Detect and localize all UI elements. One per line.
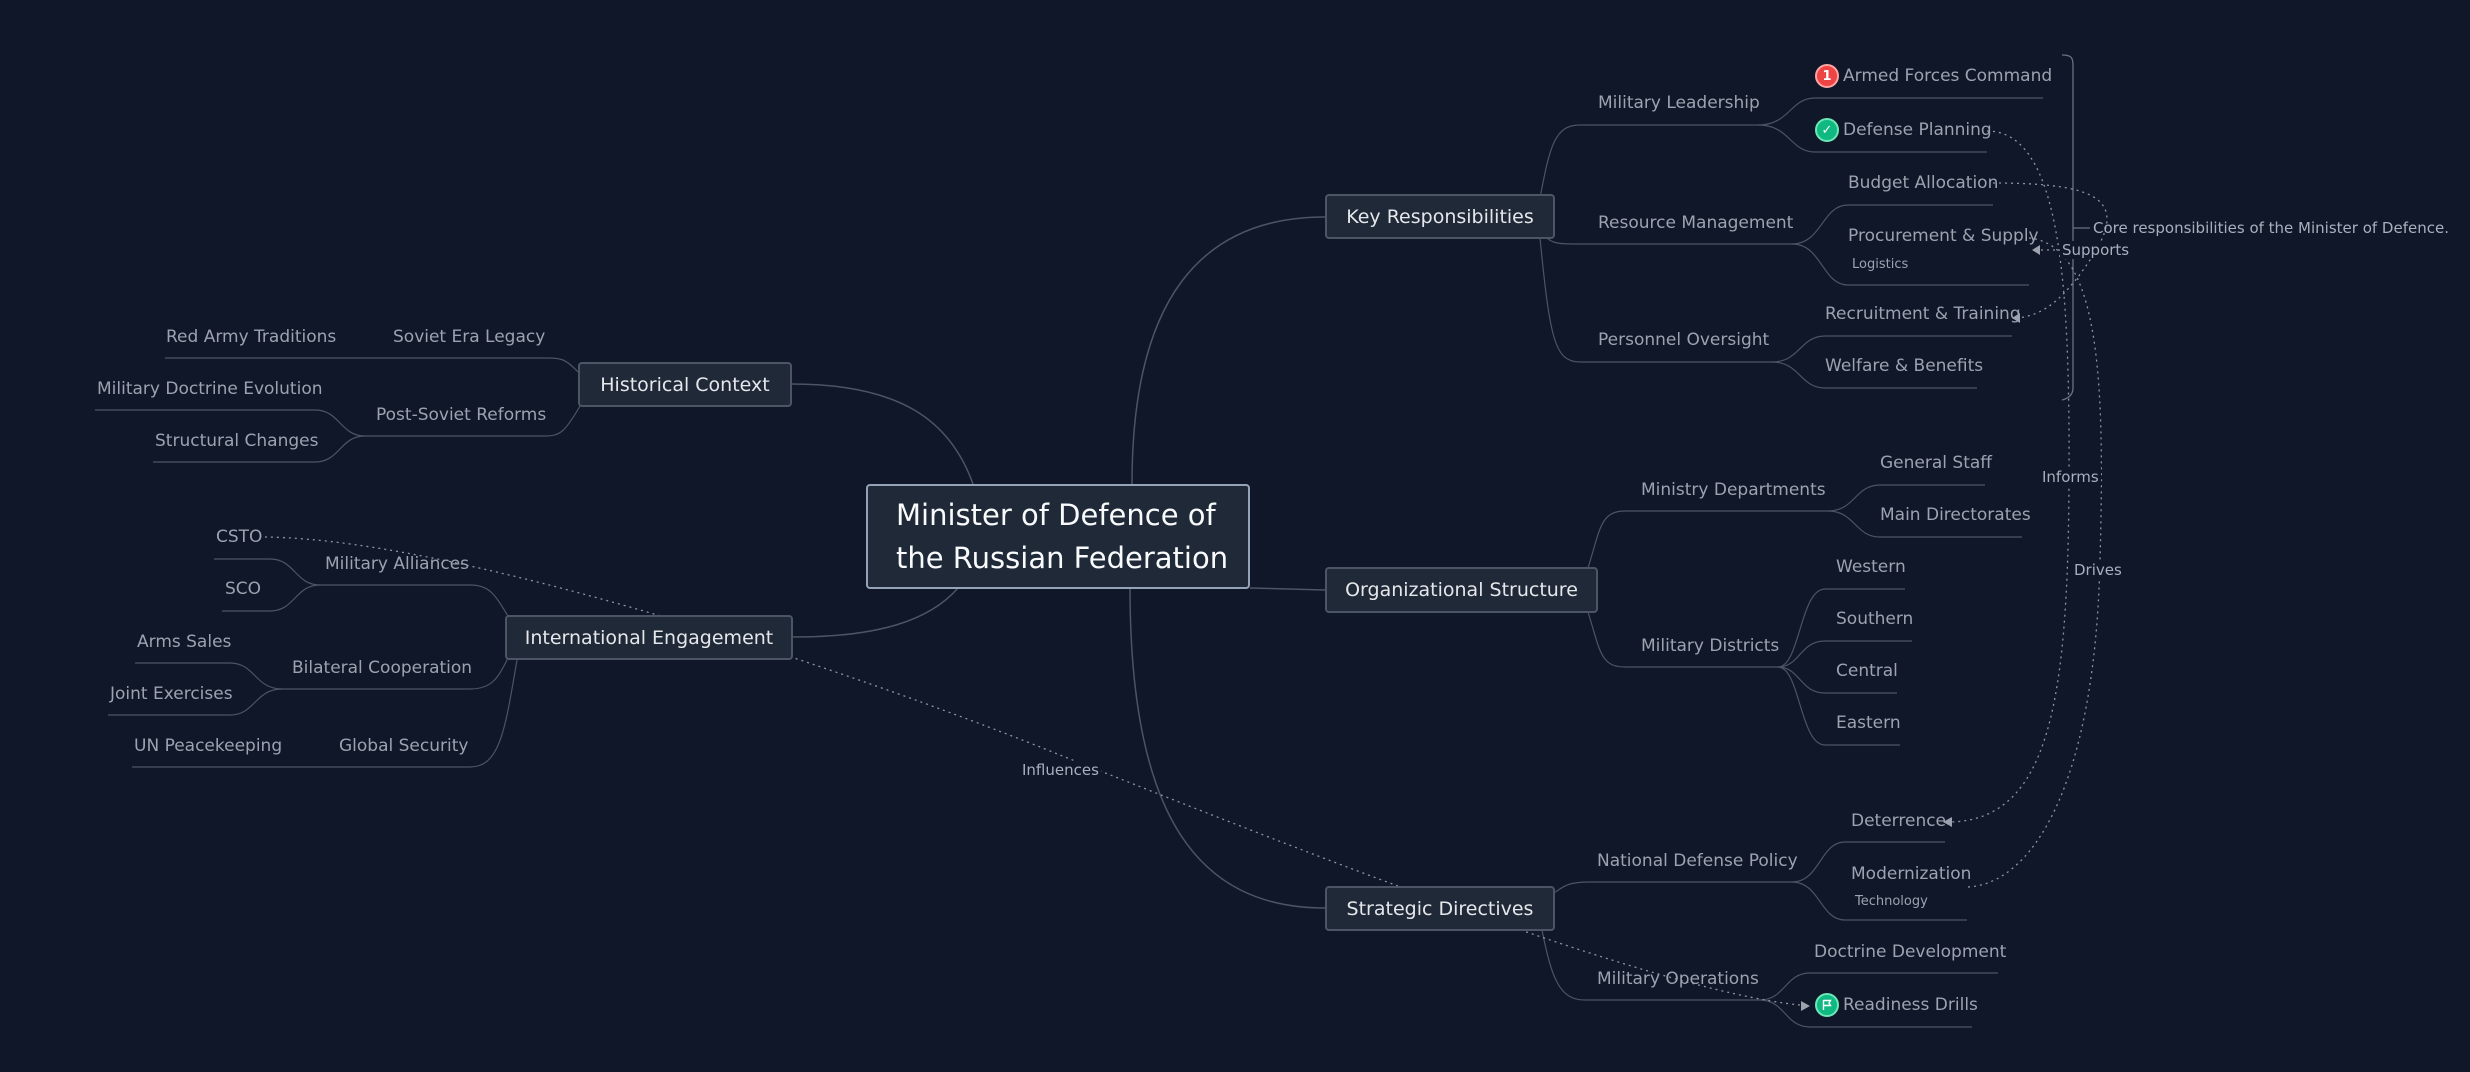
leaf-red-army-traditions[interactable]: Red Army Traditions xyxy=(166,327,337,347)
leaf-modernization[interactable]: Modernization xyxy=(1851,864,1972,884)
leaf-joint-exercises[interactable]: Joint Exercises xyxy=(110,684,233,704)
link-root-key xyxy=(1131,216,1326,485)
topic-military-alliances[interactable]: Military Alliances xyxy=(325,554,470,574)
leaf-arms-sales[interactable]: Arms Sales xyxy=(137,632,232,652)
label-logistics: Logistics xyxy=(1852,257,1909,272)
link-root-strategic xyxy=(1129,587,1326,909)
boundary-note: Core responsibilities of the Minister of… xyxy=(2093,219,2449,237)
topic-personnel-oversight[interactable]: Personnel Oversight xyxy=(1598,330,1770,350)
topic-post-soviet-reforms[interactable]: Post-Soviet Reforms xyxy=(376,405,547,425)
leaf-recruitment-training[interactable]: Recruitment & Training xyxy=(1825,304,2021,324)
task-done-icon: ✓ xyxy=(1815,118,1839,142)
leaf-general-staff[interactable]: General Staff xyxy=(1880,453,1992,473)
rel-informs xyxy=(1949,130,2070,823)
topic-military-leadership[interactable]: Military Leadership xyxy=(1598,93,1760,113)
rel-supports xyxy=(1992,182,2108,319)
label-technology: Technology xyxy=(1855,894,1928,909)
relationship-label-drives[interactable]: Drives xyxy=(2072,561,2124,579)
priority-1-icon: 1 xyxy=(1815,64,1839,88)
leaf-readiness-drills[interactable]: Readiness Drills xyxy=(1843,995,1978,1015)
leaf-budget-allocation[interactable]: Budget Allocation xyxy=(1848,173,1999,193)
topic-global-security[interactable]: Global Security xyxy=(339,736,469,756)
topic-military-operations[interactable]: Military Operations xyxy=(1597,969,1759,989)
topic-bilateral-cooperation[interactable]: Bilateral Cooperation xyxy=(292,658,473,678)
leaf-armed-forces-command[interactable]: Armed Forces Command xyxy=(1843,66,2053,86)
topic-military-districts[interactable]: Military Districts xyxy=(1641,636,1780,656)
leaf-welfare-benefits[interactable]: Welfare & Benefits xyxy=(1825,356,1984,376)
topic-ministry-departments[interactable]: Ministry Departments xyxy=(1641,480,1826,500)
flag-icon xyxy=(1815,993,1839,1017)
leaf-sco[interactable]: SCO xyxy=(225,579,262,599)
leaf-main-directorates[interactable]: Main Directorates xyxy=(1880,505,2031,525)
branch-organizational-structure[interactable]: Organizational Structure xyxy=(1325,567,1598,613)
leaf-southern[interactable]: Southern xyxy=(1836,609,1914,629)
leaf-eastern[interactable]: Eastern xyxy=(1836,713,1901,733)
topic-soviet-era-legacy[interactable]: Soviet Era Legacy xyxy=(393,327,546,347)
branch-international-engagement[interactable]: International Engagement xyxy=(505,615,793,660)
leaf-military-doctrine-evolution[interactable]: Military Doctrine Evolution xyxy=(97,379,323,399)
root-title: Minister of Defence of the Russian Feder… xyxy=(896,497,1229,575)
leaf-central[interactable]: Central xyxy=(1836,661,1898,681)
relationship-label-supports[interactable]: Supports xyxy=(2060,241,2132,259)
leaf-un-peacekeeping[interactable]: UN Peacekeeping xyxy=(134,736,283,756)
leaf-structural-changes[interactable]: Structural Changes xyxy=(155,431,319,451)
leaf-defense-planning[interactable]: Defense Planning xyxy=(1843,120,1992,140)
leaf-procurement-supply[interactable]: Procurement & Supply xyxy=(1848,226,2039,246)
link-root-historical xyxy=(790,383,974,485)
link-root-org xyxy=(1249,587,1326,591)
branch-key-responsibilities[interactable]: Key Responsibilities xyxy=(1325,194,1555,239)
link-root-international xyxy=(792,587,959,638)
branch-strategic-directives[interactable]: Strategic Directives xyxy=(1325,886,1555,931)
leaf-csto[interactable]: CSTO xyxy=(216,527,263,547)
topic-resource-management[interactable]: Resource Management xyxy=(1598,213,1794,233)
leaf-deterrence[interactable]: Deterrence xyxy=(1851,811,1947,831)
rel-influences xyxy=(264,536,1801,1006)
leaf-western[interactable]: Western xyxy=(1836,557,1906,577)
relationship-label-informs[interactable]: Informs xyxy=(2040,468,2101,486)
leaf-doctrine-development[interactable]: Doctrine Development xyxy=(1814,942,2007,962)
relationship-label-influences[interactable]: Influences xyxy=(1020,761,1101,779)
topic-national-defense-policy[interactable]: National Defense Policy xyxy=(1597,851,1798,871)
boundary-bracket xyxy=(2061,54,2074,401)
root-node[interactable]: Minister of Defence of the Russian Feder… xyxy=(866,484,1250,589)
branch-historical-context[interactable]: Historical Context xyxy=(578,362,792,407)
